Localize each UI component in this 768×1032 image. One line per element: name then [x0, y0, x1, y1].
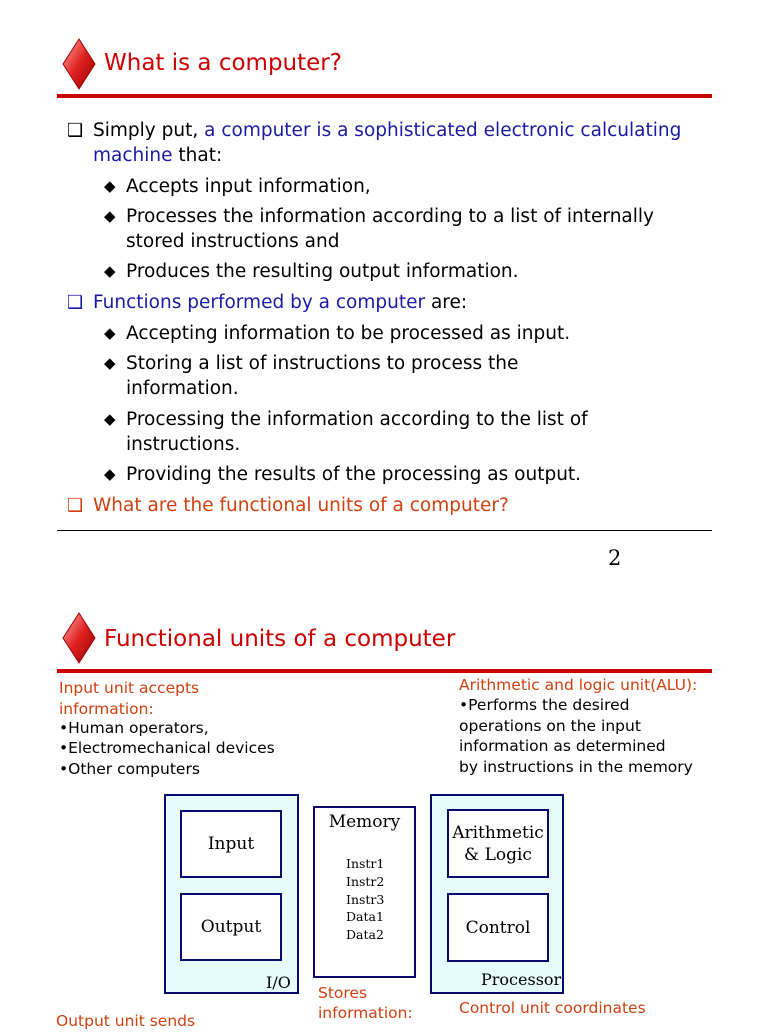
diamond-bullet-icon: ◆ [104, 354, 116, 372]
control-unit-heading: Control unit coordinates [459, 999, 646, 1017]
intro-suffix: that: [172, 145, 223, 166]
intro-prefix: Simply put, [93, 120, 205, 141]
checkbox-bullet-icon: ❑ [67, 120, 84, 141]
title-divider [57, 94, 712, 98]
output-unit-box: Output [180, 893, 282, 961]
memory-item: Data1 [346, 909, 384, 925]
alu-item: operations on the input [459, 717, 641, 735]
alu-box: Arithmetic & Logic [447, 809, 549, 878]
memory-heading: Stores [318, 984, 368, 1002]
memory-box [313, 806, 416, 978]
input-unit-item: •Electromechanical devices [59, 739, 275, 757]
memory-item: Instr1 [346, 856, 385, 871]
processor-label: Processor [481, 970, 562, 989]
input-unit-item: •Human operators, [59, 719, 209, 737]
io-label: I/O [266, 973, 291, 992]
input-unit-item: •Other computers [59, 760, 200, 778]
diamond-bullet-icon: ◆ [104, 262, 116, 280]
functions-suffix: are: [425, 292, 468, 313]
memory-heading: information: [318, 1004, 413, 1022]
memory-label: Memory [328, 812, 401, 832]
input-unit-box: Input [180, 810, 282, 878]
memory-item: Instr2 [346, 873, 385, 889]
diamond-bullet-icon: ◆ [104, 465, 116, 483]
alu-item: •Performs the desired [459, 696, 630, 714]
checkbox-bullet-icon: ❑ [67, 292, 84, 313]
diamond-icon [62, 612, 96, 664]
title-divider [57, 669, 712, 673]
diamond-bullet-icon: ◆ [104, 324, 116, 342]
alu-item: information as determined [459, 737, 666, 755]
slide-footer-divider [57, 530, 712, 531]
memory-item: Data2 [346, 927, 384, 943]
alu-heading: Arithmetic and logic unit(ALU): [459, 676, 698, 694]
intro-highlight: a computer is a sophisticated electronic… [93, 120, 682, 166]
memory-item: Instr3 [346, 891, 385, 907]
page-number: 2 [608, 546, 622, 570]
control-unit-box: Control [447, 893, 549, 962]
diamond-bullet-icon: ◆ [104, 410, 116, 428]
memory-contents: Instr1 Instr2 Instr3 Data1 Data2 [346, 855, 384, 944]
diamond-bullet-icon: ◆ [104, 207, 116, 225]
diamond-bullet-icon: ◆ [104, 177, 116, 195]
output-unit-heading: Output unit sends [56, 1012, 196, 1030]
functions-highlight: Functions performed by a computer [93, 292, 426, 313]
input-unit-heading: Input unit accepts information: [59, 679, 200, 718]
checkbox-bullet-icon: ❑ [67, 495, 84, 516]
slide-title: What is a computer? [104, 50, 342, 76]
slide-title: Functional units of a computer [104, 626, 456, 652]
diamond-icon [62, 38, 96, 90]
alu-item: by instructions in the memory [459, 758, 693, 776]
